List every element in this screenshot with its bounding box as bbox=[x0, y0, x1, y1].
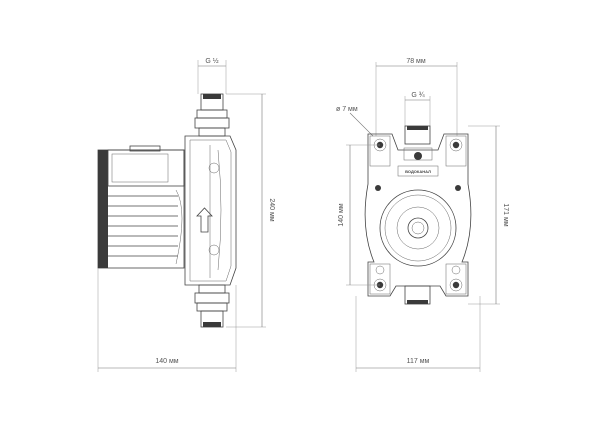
side-width-dimension: 140 мм bbox=[97, 268, 237, 372]
motor-block bbox=[97, 145, 185, 269]
front-thread-label: G ¾ bbox=[411, 92, 424, 99]
side-thread-label: G ½ bbox=[205, 57, 218, 65]
hole-label: ø 7 мм bbox=[336, 106, 358, 113]
front-height-dimension: 171 мм bbox=[468, 125, 509, 305]
mount-height-label: 140 мм bbox=[338, 203, 345, 226]
bottom-fitting bbox=[194, 284, 230, 328]
front-thread-dimension: G ¾ bbox=[404, 92, 431, 126]
front-width-top-dimension: 78 мм bbox=[375, 58, 458, 136]
front-width-bottom-label: 117 мм bbox=[407, 358, 430, 365]
mount-height-dimension: 140 мм bbox=[338, 144, 380, 286]
pump-housing bbox=[184, 135, 237, 286]
front-top-port bbox=[404, 125, 431, 145]
side-view: G ½ bbox=[97, 57, 275, 372]
hole-dimension: ø 7 мм bbox=[336, 106, 374, 137]
front-width-bottom-dimension: 117 мм bbox=[355, 296, 481, 372]
side-height-label: 240 мм bbox=[268, 198, 275, 221]
cooling-fins bbox=[108, 195, 178, 257]
side-thread-dimension: G ½ bbox=[197, 57, 227, 94]
top-fitting bbox=[194, 93, 230, 137]
front-casing: ВОДОКАНАЛ bbox=[364, 133, 472, 297]
front-view: 78 мм G ¾ ø 7 мм bbox=[336, 58, 509, 372]
front-height-label: 171 мм bbox=[502, 203, 509, 226]
brand-plate: ВОДОКАНАЛ bbox=[405, 169, 431, 174]
side-width-label: 140 мм bbox=[155, 358, 178, 365]
side-height-dimension: 240 мм bbox=[226, 93, 275, 328]
front-bottom-port bbox=[404, 285, 431, 305]
front-width-top-label: 78 мм bbox=[406, 58, 426, 65]
